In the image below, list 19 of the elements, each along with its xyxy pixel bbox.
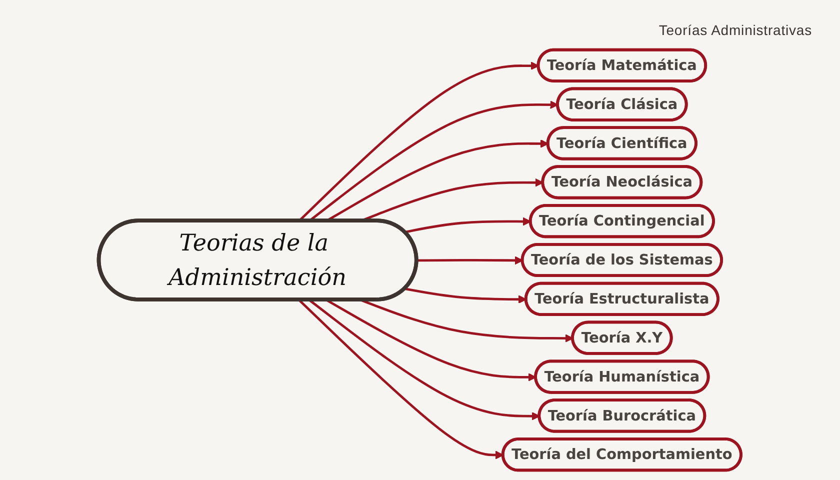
arrow (326, 298, 536, 382)
topic-node: Teoría Clásica (556, 87, 688, 122)
arrow (416, 256, 524, 265)
topic-node: Teoría Neoclásica (541, 165, 703, 200)
topic-node: Teoría Científica (546, 126, 698, 160)
central-topic-node: Teorias de la Administración (96, 218, 418, 302)
topic-node: Teoría Contingencial (529, 204, 716, 238)
arrow (298, 299, 504, 460)
arrow (404, 217, 532, 234)
topic-node: Teoría Estructuralista (524, 282, 720, 316)
title: Teorías Administrativas (658, 22, 812, 38)
topic-node: Teoría Burocrática (538, 398, 706, 433)
arrow (404, 288, 527, 304)
topic-node: Teoría X.Y (571, 320, 673, 355)
arrow (360, 298, 574, 343)
topic-node: Teoría Matemática (536, 48, 708, 82)
topic-node: Teoría Humanística (534, 360, 710, 394)
topic-node: Teoría de los Sistemas (520, 242, 724, 278)
topic-node: Teoría del Comportamiento (502, 438, 743, 472)
